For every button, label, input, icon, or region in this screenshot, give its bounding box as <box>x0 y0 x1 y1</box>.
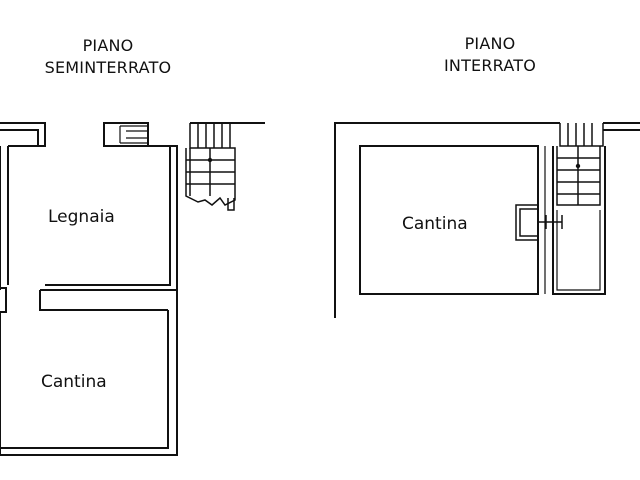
seminterrato-left-jamb <box>0 287 7 313</box>
room-label-legnaia: Legnaia <box>48 207 115 227</box>
interrato-title-line2: INTERRATO <box>443 56 537 75</box>
interrato-vent <box>515 204 563 241</box>
interrato-plan <box>334 122 640 318</box>
interrato-staircase <box>556 123 604 206</box>
seminterrato-window-top-inner <box>119 125 148 144</box>
seminterrato-title-line2: SEMINTERRATO <box>44 58 172 77</box>
room-label-cantina-interrato: Cantina <box>402 214 468 234</box>
interrato-title-line1: PIANO <box>464 34 516 53</box>
interrato-outer-wall <box>334 122 640 318</box>
interrato-stair-shaft-inner <box>556 210 601 291</box>
legnaia-walls-inner <box>0 145 178 292</box>
room-label-cantina-seminterrato: Cantina <box>41 372 107 392</box>
seminterrato-title-line1: PIANO <box>82 36 134 55</box>
interrato-cantina-walls <box>359 145 539 295</box>
seminterrato-wall-top-left <box>0 122 46 147</box>
interrato-stair-shaft <box>552 146 606 295</box>
seminterrato-title: PIANO SEMINTERRATO <box>18 35 198 79</box>
seminterrato-wall-top-left-inner <box>0 129 39 146</box>
legnaia-walls <box>7 145 171 286</box>
interrato-title: PIANO INTERRATO <box>400 33 580 77</box>
cantina-walls <box>0 292 178 456</box>
seminterrato-staircase <box>185 122 265 211</box>
seminterrato-divider <box>39 289 177 311</box>
seminterrato-plan <box>0 122 265 456</box>
